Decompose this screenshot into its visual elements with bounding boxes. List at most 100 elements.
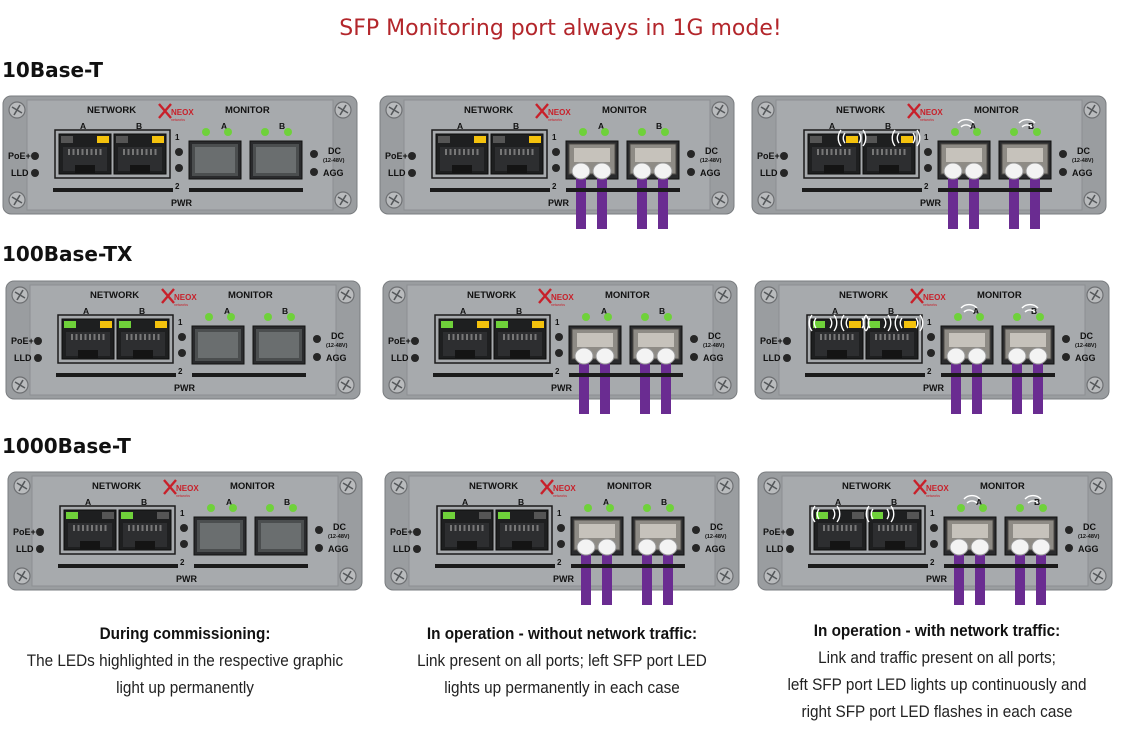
sfp-led [954,313,962,321]
status-led [780,169,788,177]
device-label: A [462,497,468,507]
rj45-port [63,509,117,551]
rj45-port [493,318,547,360]
sfp-led [666,504,674,512]
fiber-cable [949,538,990,605]
device-label: B [279,121,285,131]
screw-icon [1086,286,1104,304]
status-led [310,150,318,158]
device-label: 2 [552,182,557,191]
activity-led [102,512,114,519]
brand-subtext: networks [920,118,934,122]
traffic-wave-icon [1021,303,1039,313]
device-label: B [516,306,522,316]
fiber-cable [571,162,612,229]
device-label: NETWORK [464,105,513,116]
fiber-cable [1004,162,1045,229]
activity-led [155,321,167,328]
screw-icon [388,286,406,304]
device-label: B [885,121,891,131]
device-label: A [829,121,835,131]
brand-text: NEOX [923,293,946,302]
link-led [810,136,822,143]
caption-line: lights up permanently in each case [444,678,680,697]
screw-icon [763,567,781,585]
status-led [690,335,698,343]
rj45-port [116,318,170,360]
status-led [780,152,788,160]
rj45-port [495,509,549,551]
device-label: 1 [178,318,183,327]
sfp-led [957,504,965,512]
sfp-led [1036,313,1044,321]
status-led [178,333,186,341]
status-led [31,169,39,177]
device-label: AGG [700,168,721,178]
device-label: DC [328,146,341,156]
link-led [116,136,128,143]
device-label: PoE+ [390,527,413,537]
device-label: AGG [1078,544,1099,554]
screw-icon [711,101,729,119]
status-led [690,353,698,361]
brand-text: NEOX [920,108,943,117]
sfp-port [188,140,242,180]
device-label: A [835,497,841,507]
sfp-led [641,313,649,321]
traffic-wave-icon [957,118,975,128]
rj45-port [61,318,115,360]
link-led [816,512,828,519]
traffic-wave-icon [840,314,870,332]
device-label: MONITOR [228,290,273,301]
device-label: PWR [174,383,195,393]
device-label: NETWORK [842,481,891,492]
sfp-led [661,128,669,136]
device-label: B [513,121,519,131]
status-led [315,526,323,534]
sfp-led [973,128,981,136]
device-label: 1 [555,318,560,327]
traffic-wave-icon [891,129,921,147]
rj45-port [118,509,172,551]
status-led [34,354,42,362]
rj45-port [438,318,492,360]
device-label: PoE+ [388,336,411,346]
caption-heading: During commissioning: [99,624,271,643]
fiber-cable [576,538,617,605]
device-label: PoE+ [763,527,786,537]
screw-icon [390,477,408,495]
sfp-led [582,313,590,321]
sfp-port [631,516,685,556]
status-led [783,337,791,345]
sfp-led [584,504,592,512]
sfp-port [252,325,306,365]
device-label: PoE+ [13,527,36,537]
screw-icon [757,191,775,209]
status-led [1065,544,1073,552]
screw-icon [711,191,729,209]
screw-icon [763,477,781,495]
sfp-led [664,313,672,321]
brand-text: NEOX [176,484,199,493]
status-led [1062,335,1070,343]
traffic-wave-icon [894,314,924,332]
device-label: A [460,306,466,316]
brand-subtext: networks [171,118,185,122]
traffic-wave-icon [837,129,867,147]
status-led [31,152,39,160]
device-label: A [976,497,982,507]
device-label: PoE+ [760,336,783,346]
fiber-cable [943,162,984,229]
device-label: B [659,306,665,316]
fiber-cable [1007,347,1048,414]
device-label: AGG [326,353,347,363]
screw-icon [1083,101,1101,119]
activity-led [479,512,491,519]
status-led [930,524,938,532]
rj45-port [862,133,916,175]
sfp-led [284,128,292,136]
device-label: A [221,121,227,131]
link-led [121,512,133,519]
